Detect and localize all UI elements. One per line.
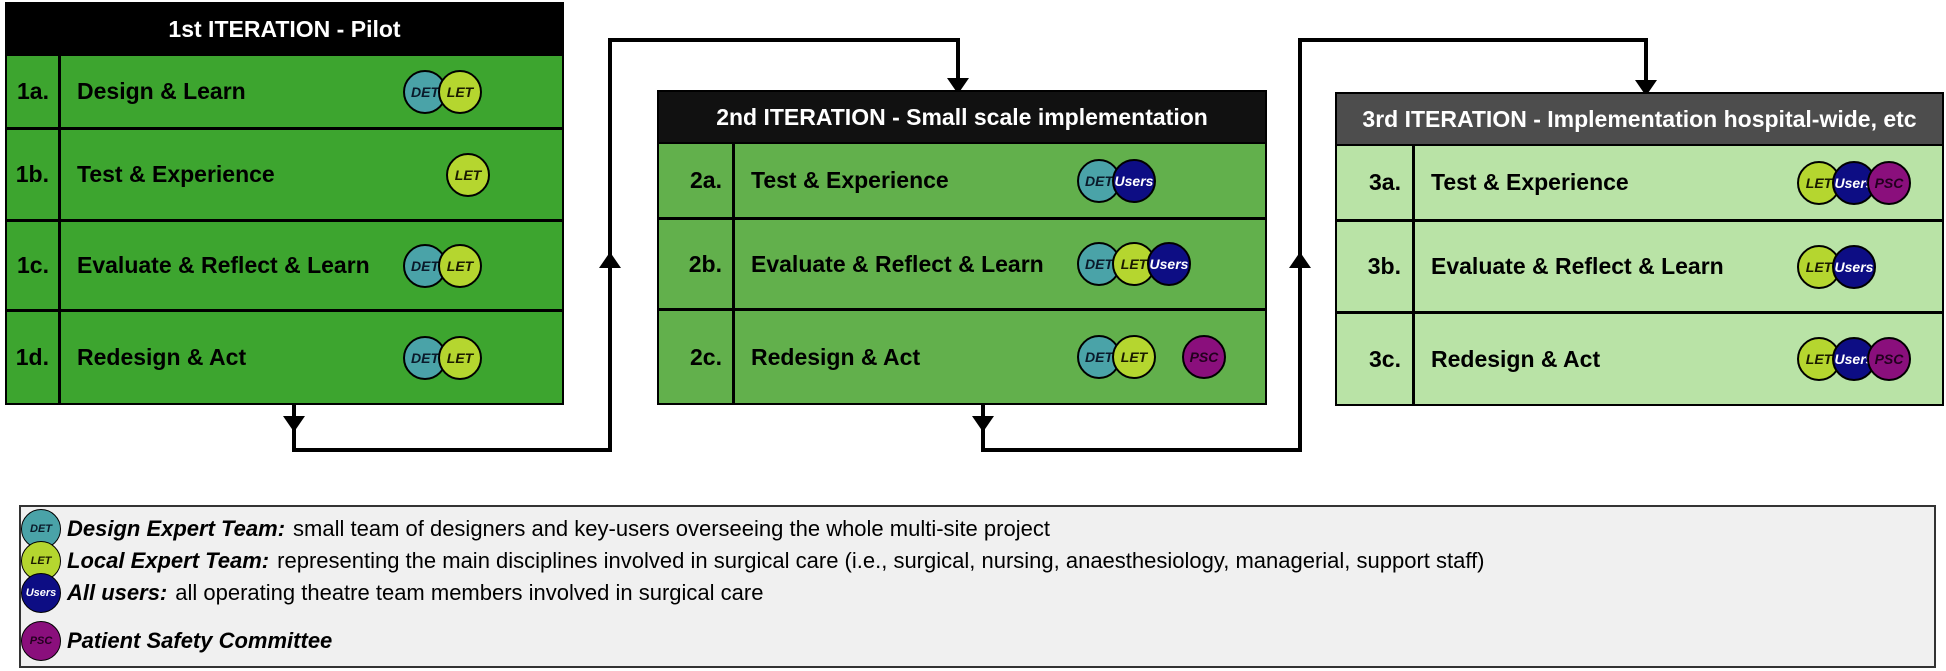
arrow-down-2 bbox=[947, 78, 969, 94]
step-2c: 2c. Redesign & Act DET LET PSC bbox=[659, 311, 1265, 403]
step-3a: 3a. Test & Experience LET Users PSC bbox=[1337, 146, 1942, 222]
step-label: Redesign & Act bbox=[751, 343, 921, 370]
psc-badge: PSC bbox=[1867, 337, 1911, 381]
psc-badge: PSC bbox=[1182, 335, 1226, 379]
step-1c: 1c. Evaluate & Reflect & Learn DET LET bbox=[7, 222, 562, 312]
step-2a: 2a. Test & Experience DET Users bbox=[659, 144, 1265, 220]
step-id: 1c. bbox=[17, 252, 49, 278]
step-1d: 1d. Redesign & Act DET LET bbox=[7, 312, 562, 403]
step-1a: 1a. Design & Learn DET LET bbox=[7, 56, 562, 130]
let-badge: LET bbox=[438, 243, 482, 288]
det-badge: DET bbox=[1077, 242, 1121, 286]
step-id: 2a. bbox=[690, 167, 722, 193]
step-label: Design & Learn bbox=[77, 78, 246, 104]
users-badge: Users bbox=[1147, 242, 1191, 286]
iteration-3-panel: 3rd ITERATION - Implementation hospital-… bbox=[1335, 92, 1944, 406]
users-badge: Users bbox=[1112, 158, 1156, 203]
step-label: Test & Experience bbox=[77, 161, 275, 187]
arrow-down-4 bbox=[1635, 80, 1657, 96]
legend-item-psc: PSC Patient Safety Committee bbox=[21, 621, 340, 661]
users-badge: Users bbox=[1832, 337, 1876, 381]
step-label: Test & Experience bbox=[1431, 169, 1629, 195]
det-badge: DET bbox=[403, 69, 447, 114]
legend-description: all operating theatre team members invol… bbox=[175, 580, 764, 605]
row-divider-line bbox=[732, 144, 735, 403]
legend-item-users: Users All users: all operating theatre t… bbox=[21, 573, 763, 613]
arrow-down-3 bbox=[972, 416, 994, 432]
legend-description: small team of designers and key-users ov… bbox=[293, 516, 1050, 541]
step-id: 3a. bbox=[1369, 169, 1401, 195]
step-id: 2c. bbox=[690, 343, 722, 370]
step-label: Test & Experience bbox=[751, 167, 949, 193]
connector-2-to-3 bbox=[981, 38, 1648, 452]
legend-term: Patient Safety Committee bbox=[67, 628, 333, 653]
step-2b: 2b. Evaluate & Reflect & Learn DET LET U… bbox=[659, 220, 1265, 311]
step-id: 1a. bbox=[17, 78, 49, 104]
det-badge: DET bbox=[1077, 335, 1121, 379]
let-badge: LET bbox=[1112, 335, 1156, 379]
iteration-2-panel: 2nd ITERATION - Small scale implementati… bbox=[657, 90, 1267, 405]
row-divider-line bbox=[1412, 146, 1415, 404]
legend-term: Design Expert Team: bbox=[67, 516, 286, 541]
iteration-1-panel: 1st ITERATION - Pilot 1a. Design & Learn… bbox=[5, 2, 564, 405]
row-divider-line bbox=[58, 56, 61, 403]
step-id: 3b. bbox=[1367, 253, 1401, 279]
iteration-3-title: 3rd ITERATION - Implementation hospital-… bbox=[1337, 94, 1942, 146]
let-badge: LET bbox=[446, 152, 490, 197]
users-badge: Users bbox=[21, 573, 61, 613]
step-label: Evaluate & Reflect & Learn bbox=[77, 252, 370, 278]
iteration-1-title: 1st ITERATION - Pilot bbox=[7, 4, 562, 56]
step-1b: 1b. Test & Experience LET bbox=[7, 130, 562, 222]
arrow-up-2 bbox=[1289, 252, 1311, 268]
step-id: 2b. bbox=[688, 250, 722, 277]
step-label: Redesign & Act bbox=[1431, 345, 1601, 372]
iteration-2-title: 2nd ITERATION - Small scale implementati… bbox=[659, 92, 1265, 144]
arrow-up-1 bbox=[599, 252, 621, 268]
step-label: Evaluate & Reflect & Learn bbox=[1431, 253, 1724, 279]
step-id: 1d. bbox=[15, 344, 49, 370]
psc-badge: PSC bbox=[1867, 160, 1911, 205]
psc-badge: PSC bbox=[21, 621, 61, 661]
arrow-down-1 bbox=[283, 416, 305, 432]
legend-description: representing the main disciplines involv… bbox=[277, 548, 1485, 573]
step-label: Redesign & Act bbox=[77, 344, 247, 370]
step-label: Evaluate & Reflect & Learn bbox=[751, 250, 1044, 277]
step-3c: 3c. Redesign & Act LET Users PSC bbox=[1337, 314, 1942, 404]
let-badge: LET bbox=[438, 69, 482, 114]
users-badge: Users bbox=[1832, 244, 1876, 289]
legend-term: All users: bbox=[67, 580, 168, 605]
step-3b: 3b. Evaluate & Reflect & Learn LET Users bbox=[1337, 222, 1942, 314]
step-id: 1b. bbox=[15, 161, 49, 187]
legend-item-det: DET Design Expert Team: small team of de… bbox=[21, 509, 1050, 549]
let-badge: LET bbox=[438, 335, 482, 380]
legend-panel: DET Design Expert Team: small team of de… bbox=[19, 505, 1936, 668]
step-id: 3c. bbox=[1369, 345, 1401, 372]
legend-term: Local Expert Team: bbox=[67, 548, 270, 573]
connector-1-to-2 bbox=[292, 38, 960, 452]
